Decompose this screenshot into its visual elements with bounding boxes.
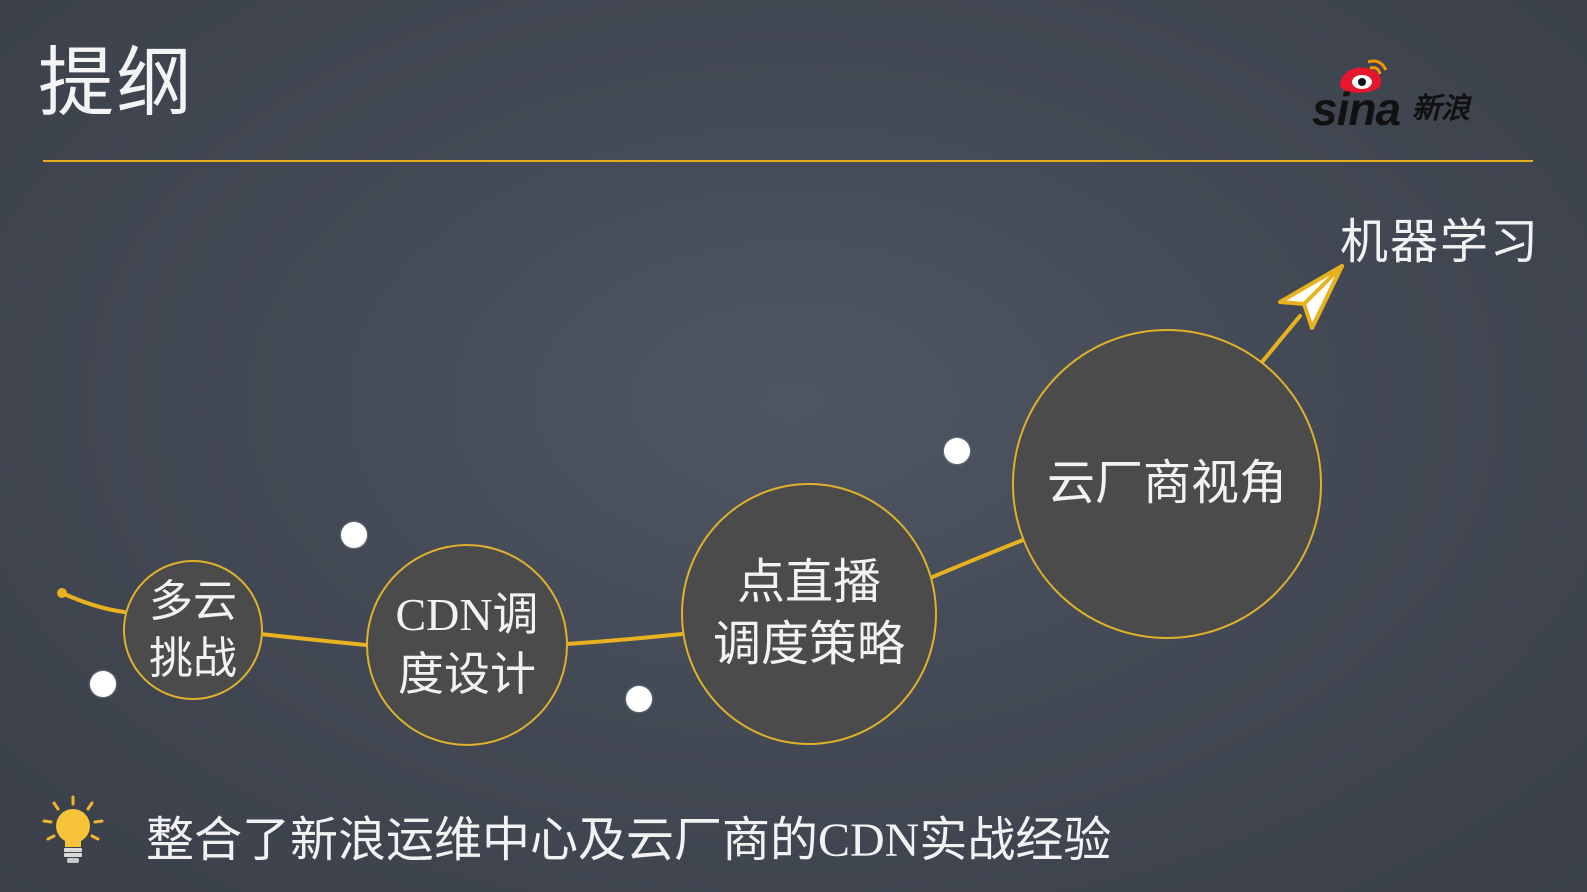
decor-dot bbox=[944, 438, 970, 464]
roadmap-node-cdn-design: CDN调 度设计 bbox=[366, 544, 568, 746]
title-divider bbox=[43, 160, 1533, 162]
node-label: 度设计 bbox=[398, 649, 536, 700]
sina-logo: sina 新浪 bbox=[1312, 59, 1488, 142]
node-label: 挑战 bbox=[149, 634, 237, 683]
node-label: 调度策略 bbox=[712, 618, 905, 671]
roadmap-node-live-vod: 点直播 调度策略 bbox=[681, 483, 937, 745]
sina-logo-word: sina bbox=[1312, 83, 1401, 135]
roadmap-node-cloud-vendor: 云厂商视角 bbox=[1012, 329, 1322, 639]
node-label: 多云 bbox=[149, 576, 237, 626]
decor-dot bbox=[90, 671, 116, 697]
summary-text: 整合了新浪运维中心及云厂商的CDN实战经验 bbox=[146, 814, 1112, 867]
paper-plane-icon bbox=[1278, 264, 1344, 330]
decor-dot bbox=[341, 522, 367, 548]
destination-label: 机器学习 bbox=[1340, 216, 1541, 269]
roadmap-node-multicloud: 多云 挑战 bbox=[123, 560, 263, 700]
decor-dot bbox=[626, 686, 652, 712]
node-label: 点直播 bbox=[736, 555, 881, 609]
sina-eye-icon bbox=[1340, 59, 1388, 93]
slide-title: 提纲 bbox=[38, 42, 194, 126]
light-bulb-icon bbox=[42, 795, 104, 863]
node-label: CDN调 bbox=[395, 589, 539, 641]
sina-logo-cn: 新浪 bbox=[1412, 91, 1471, 125]
node-label: 云厂商视角 bbox=[1046, 456, 1287, 510]
